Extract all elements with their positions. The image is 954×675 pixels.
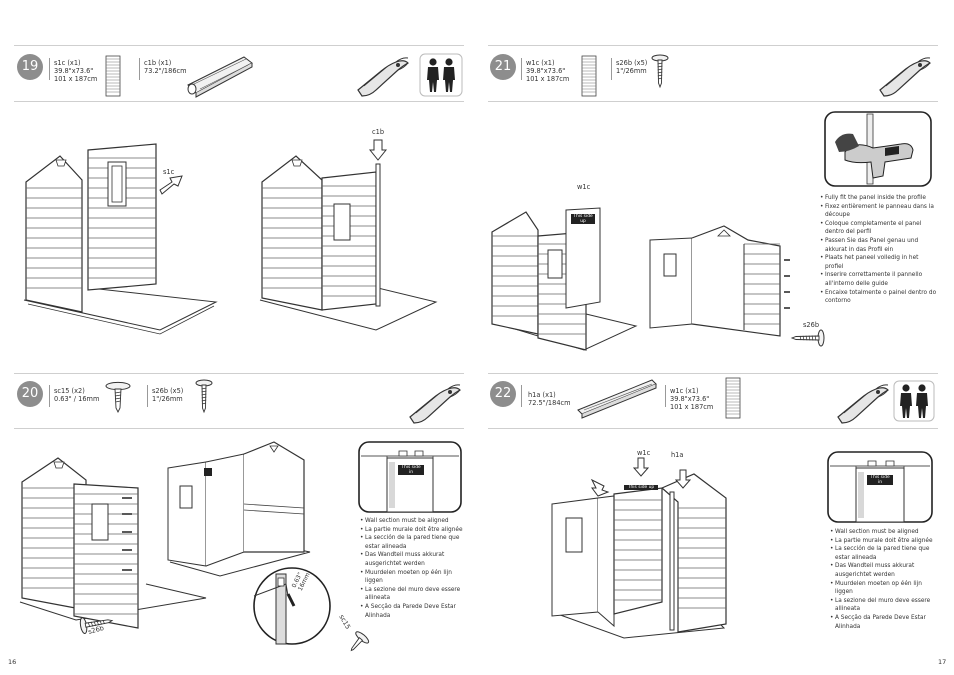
instruction-notes: Wall section must be aligned La partie m… xyxy=(360,517,464,620)
shed-drawing xyxy=(23,143,218,335)
part-label: s26b (x5) 1"/26mm xyxy=(152,387,184,404)
part-label: w1c (x1) 39.8"x73.6" 101 x 187cm xyxy=(526,59,570,84)
instruction-notes: Wall section must be aligned La partie m… xyxy=(830,528,936,631)
callout-label: s26b xyxy=(803,321,820,329)
screw-icon xyxy=(195,379,213,413)
part-label: sc15 (x2) 0.63" / 16mm xyxy=(54,387,100,404)
shed-drawing xyxy=(491,207,790,351)
part-label: w1c (x1) 39.8"x73.6" 101 x 187cm xyxy=(670,387,714,412)
callout-label: s1c xyxy=(163,168,175,176)
callout-label: w1c xyxy=(637,449,651,457)
screw-icon xyxy=(651,54,669,88)
detail-magnifier xyxy=(253,567,331,645)
step-number: 21 xyxy=(490,54,516,80)
part-label: s1c (x1) 39.8"x73.6" 101 x 187cm xyxy=(54,59,98,84)
pliers-icon xyxy=(879,57,931,97)
screw-icon xyxy=(791,329,825,347)
pliers-icon xyxy=(357,57,409,97)
shed-drawing xyxy=(19,457,207,629)
part-label: c1b (x1) 73.2"/186cm xyxy=(144,59,187,76)
callout-label: w1c xyxy=(577,183,591,191)
drill-icon xyxy=(824,111,932,187)
wall-panel-icon xyxy=(581,55,597,97)
screw-icon xyxy=(78,612,115,635)
screw-icon xyxy=(105,381,131,414)
orientation-badge: This side in xyxy=(398,465,424,475)
part-label: h1a (x1) 72.5"/184cm xyxy=(528,391,571,408)
step-number: 20 xyxy=(17,381,43,407)
orientation-badge: This side up xyxy=(571,214,595,224)
two-people-icon xyxy=(419,53,463,97)
wall-panel-icon xyxy=(725,377,741,419)
shed-drawing xyxy=(551,457,727,639)
pliers-icon xyxy=(837,384,889,424)
orientation-badge: This side in xyxy=(867,475,893,485)
step-number: 22 xyxy=(490,381,516,407)
shed-drawing xyxy=(167,441,311,577)
profile-icon xyxy=(187,56,253,98)
two-people-icon xyxy=(893,380,935,422)
callout-label: c1b xyxy=(372,128,385,136)
callout-label: h1a xyxy=(671,451,684,459)
shed-drawing xyxy=(259,139,438,331)
wall-panel-icon xyxy=(105,55,121,97)
instruction-notes: Fully fit the panel inside the profile F… xyxy=(820,194,938,306)
screw-icon xyxy=(350,631,370,652)
page-number-left: 16 xyxy=(8,658,17,666)
step-number: 19 xyxy=(17,54,43,80)
orientation-badge: This side up xyxy=(624,485,658,490)
profile-icon xyxy=(577,379,657,419)
alignment-detail xyxy=(827,451,933,523)
pliers-icon xyxy=(409,384,461,424)
part-label: s26b (x5) 1"/26mm xyxy=(616,59,648,76)
alignment-detail xyxy=(358,441,462,513)
page-number-right: 17 xyxy=(938,658,947,666)
